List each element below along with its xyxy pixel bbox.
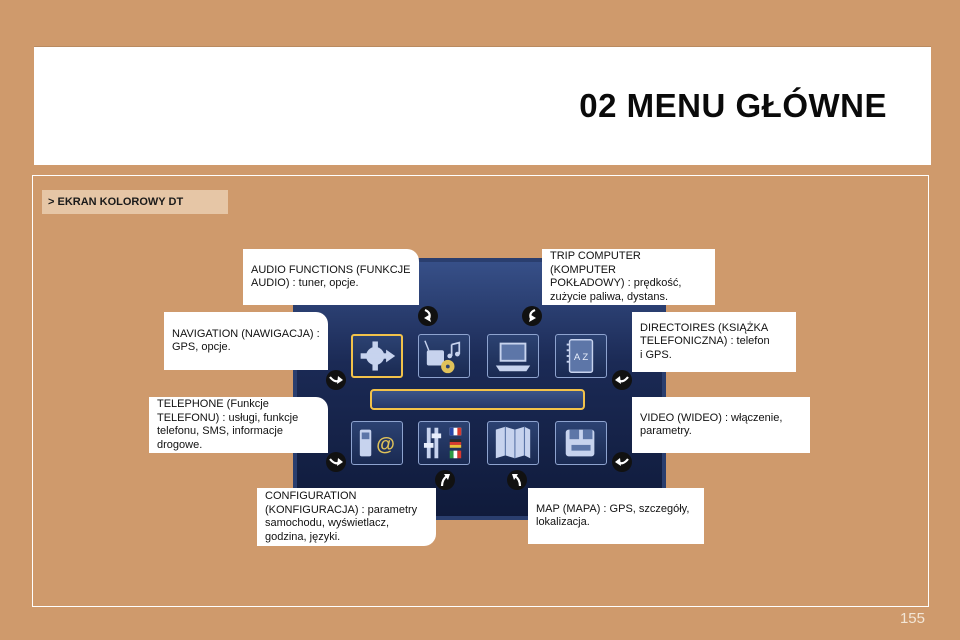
section-tag: > EKRAN KOLOROWY DT [42,190,228,214]
page-title: 02 MENU GŁÓWNE [579,87,887,124]
callout-trip-text: TRIP COMPUTER (KOMPUTER POKŁADOWY) : prę… [550,250,682,303]
trip-pointer-icon [522,306,542,326]
callout-directories-text: DIRECTOIRES (KSIĄŻKA TELEFONICZNA) : tel… [640,321,770,361]
callout-navigation: NAVIGATION (NAWIGACJA) : GPS, opcje. [164,312,328,370]
page-number: 155 [899,610,925,627]
audio-pointer-icon [418,306,438,326]
laptop-icon [495,342,531,372]
telephone-tile[interactable]: @ [351,421,403,465]
navigation-icon [360,341,396,371]
configuration-tile[interactable] [418,421,470,465]
at-sign: @ [376,435,395,456]
map-pointer-icon [507,470,527,490]
callout-map: MAP (MAPA) : GPS, szczegóły, lokalizacja… [528,488,704,544]
navigation-tile[interactable] [351,334,403,378]
video-pointer-icon [612,452,632,472]
display-screen: A Z @ [293,258,666,520]
directories-pointer-icon [612,370,632,390]
title-banner: 02 MENU GŁÓWNE [34,46,931,165]
callout-trip: TRIP COMPUTER (KOMPUTER POKŁADOWY) : prę… [542,249,715,305]
map-tile[interactable] [487,421,539,465]
directory-letters: A Z [574,352,588,363]
callout-audio: AUDIO FUNCTIONS (FUNKCJE AUDIO) : tuner,… [243,249,419,305]
content-frame [32,175,929,607]
map-icon [495,426,531,459]
callout-navigation-text: NAVIGATION (NAWIGACJA) : GPS, opcje. [172,327,320,354]
callout-telephone-text: TELEPHONE (Funkcje TELEFONU) : usługi, f… [157,398,299,451]
phone-icon: @ [359,429,395,457]
address-book-icon: A Z [566,339,594,373]
callout-map-text: MAP (MAPA) : GPS, szczegóły, lokalizacja… [536,502,690,529]
callout-configuration: CONFIGURATION (KONFIGURACJA) : parametry… [257,488,436,546]
navigation-pointer-icon [326,370,346,390]
settings-sliders-icon [423,427,462,459]
video-tile[interactable] [555,421,607,465]
callout-telephone: TELEPHONE (Funkcje TELEFONU) : usługi, f… [149,397,328,453]
directories-tile[interactable]: A Z [555,334,607,378]
audio-tile[interactable] [418,334,470,378]
trip-computer-tile[interactable] [487,334,539,378]
callout-video-text: VIDEO (WIDEO) : włączenie, parametry. [640,411,783,438]
audio-icon [424,340,461,374]
configuration-pointer-icon [435,470,455,490]
status-bar [370,389,585,410]
callout-directories: DIRECTOIRES (KSIĄŻKA TELEFONICZNA) : tel… [632,312,796,372]
callout-audio-text: AUDIO FUNCTIONS (FUNKCJE AUDIO) : tuner,… [251,263,411,290]
callout-configuration-text: CONFIGURATION (KONFIGURACJA) : parametry… [265,490,418,543]
telephone-pointer-icon [326,452,346,472]
video-icon [565,429,595,457]
callout-video: VIDEO (WIDEO) : włączenie, parametry. [632,397,810,453]
